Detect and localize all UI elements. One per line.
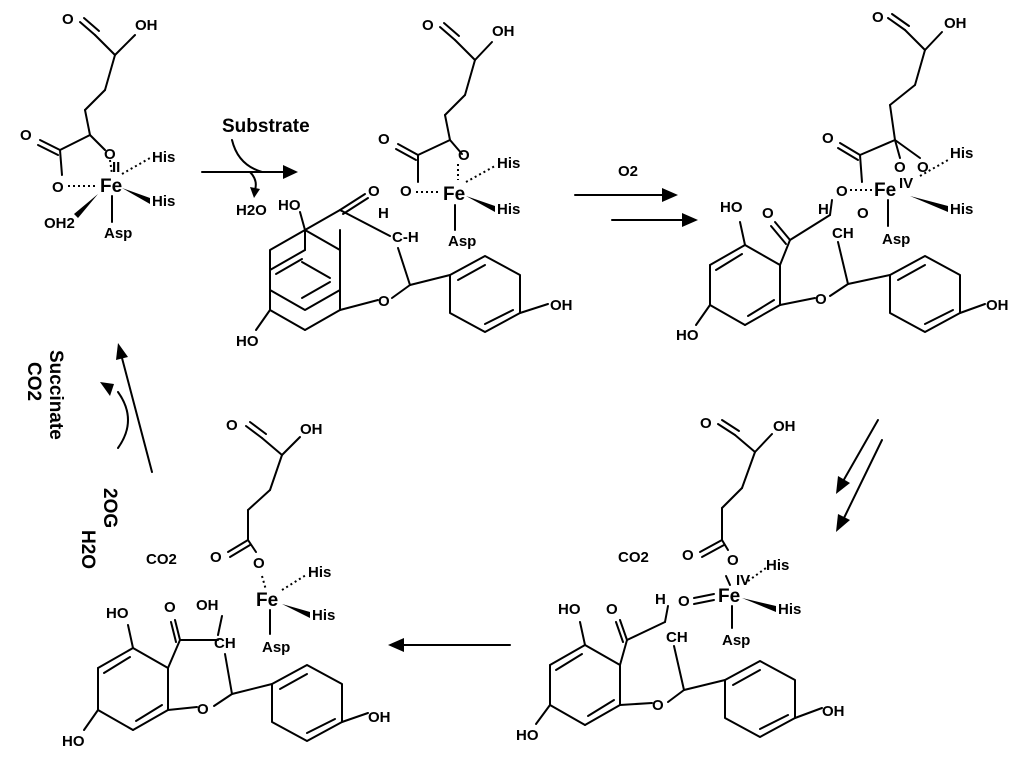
his-ligand: His xyxy=(497,201,520,218)
his-ligand: His xyxy=(152,193,175,210)
label-o: O xyxy=(226,417,238,434)
label-o: O xyxy=(836,183,848,200)
label-c-h: C-H xyxy=(392,229,419,246)
oxo-ligand: O xyxy=(678,593,690,610)
substrate-label: Substrate xyxy=(222,116,310,137)
label-h: H xyxy=(378,205,389,222)
label-ho: HO xyxy=(676,327,699,344)
2og-label: 2OG xyxy=(99,488,120,528)
label-o: O xyxy=(894,159,906,176)
label-o: O xyxy=(210,549,222,566)
his-ligand: His xyxy=(497,155,520,172)
asp-ligand: Asp xyxy=(882,231,910,248)
label-oh: OH xyxy=(492,23,515,40)
label-o: O xyxy=(164,599,176,616)
label-o: O xyxy=(917,159,929,176)
his-ligand: His xyxy=(950,145,973,162)
label-oh: OH xyxy=(368,709,391,726)
asp-ligand: Asp xyxy=(722,632,750,649)
label-oh: OH xyxy=(300,421,323,438)
label-h: H xyxy=(655,591,666,608)
ring-oxygen: O xyxy=(652,697,664,714)
ring-oxygen: O xyxy=(197,701,209,718)
label-o: O xyxy=(727,552,739,569)
oxygen-binding-arrow: O2 xyxy=(574,163,698,227)
label-ho: HO xyxy=(106,605,129,622)
co2-label: CO2 xyxy=(618,549,649,566)
label-ho: HO xyxy=(558,601,581,618)
label-oh: OH xyxy=(196,597,219,614)
label-h: H xyxy=(818,201,829,218)
label-o: O xyxy=(872,9,884,26)
label-o: O xyxy=(458,147,470,164)
label-ho: HO xyxy=(62,733,85,750)
label-oh: OH xyxy=(773,418,796,435)
his-ligand: His xyxy=(152,149,175,166)
label-o: O xyxy=(104,146,116,163)
peroxo-bicyclic-intermediate: O OH O O O O Fe IV His His O Asp O H CH … xyxy=(676,9,1009,344)
his-ligand: His xyxy=(312,607,335,624)
label-ho: HO xyxy=(278,197,301,214)
label-o: O xyxy=(253,555,265,572)
label-ch: CH xyxy=(214,635,236,652)
label-o: O xyxy=(20,127,32,144)
water-ligand: OH2 xyxy=(44,215,75,232)
label-o: O xyxy=(52,179,64,196)
label-o: O xyxy=(422,17,434,34)
label-o: O xyxy=(368,183,380,200)
his-ligand: His xyxy=(778,601,801,618)
iron-center: Fe xyxy=(443,184,465,205)
co2-release-label: CO2 xyxy=(23,362,44,401)
label-ch: CH xyxy=(832,225,854,242)
succinate-label: Succinate xyxy=(45,350,66,440)
water-release-label: H2O xyxy=(236,202,267,219)
label-iv: IV xyxy=(899,175,913,192)
substrate-binding-arrow: Substrate H2O xyxy=(201,116,310,219)
label-ch: CH xyxy=(666,629,688,646)
water-uptake-label: H2O xyxy=(77,530,98,569)
his-ligand: His xyxy=(950,201,973,218)
fe-2og-complex: O OH O O O Fe II His His OH2 Asp xyxy=(20,11,175,242)
ring-oxygen: O xyxy=(378,293,390,310)
label-o: O xyxy=(682,547,694,564)
label-ho: HO xyxy=(720,199,743,216)
iron-center: Fe xyxy=(100,176,122,197)
label-o: O xyxy=(762,205,774,222)
ferryl-intermediate: O OH O O CO2 Fe IV O His His Asp H O CH … xyxy=(516,415,845,744)
label-o: O xyxy=(857,205,869,222)
asp-ligand: Asp xyxy=(448,233,476,250)
his-ligand: His xyxy=(766,557,789,574)
co2-label: CO2 xyxy=(146,551,177,568)
label-ho: HO xyxy=(516,727,539,744)
iron-center: Fe xyxy=(256,590,278,611)
iron-center: Fe xyxy=(874,180,896,201)
label-o: O xyxy=(700,415,712,432)
substrate-bound-complex: O OH O O O Fe His His Asp O C-H H O xyxy=(236,17,573,350)
label-o: O xyxy=(400,183,412,200)
hydroxylation-arrow xyxy=(388,638,511,652)
his-ligand: His xyxy=(308,564,331,581)
oxygen-label: O2 xyxy=(618,163,638,180)
label-o: O xyxy=(62,11,74,28)
label-oh: OH xyxy=(822,703,845,720)
iron-center: Fe xyxy=(718,586,740,607)
label-iv: IV xyxy=(736,572,750,589)
label-oh: OH xyxy=(944,15,967,32)
label-o: O xyxy=(606,601,618,618)
ring-oxygen: O xyxy=(815,291,827,308)
label-ho: HO xyxy=(236,333,259,350)
product-complex: O OH O O CO2 Fe His His Asp OH CH O O xyxy=(62,417,391,750)
label-oh: OH xyxy=(135,17,158,34)
regeneration-arrow: Succinate CO2 2OG H2O xyxy=(23,343,153,569)
label-o: O xyxy=(822,130,834,147)
label-oh: OH xyxy=(986,297,1009,314)
asp-ligand: Asp xyxy=(262,639,290,656)
label-o: O xyxy=(378,131,390,148)
decarboxylation-arrow xyxy=(836,419,883,532)
asp-ligand: Asp xyxy=(104,225,132,242)
label-oh: OH xyxy=(550,297,573,314)
label-ii: II xyxy=(112,159,120,176)
